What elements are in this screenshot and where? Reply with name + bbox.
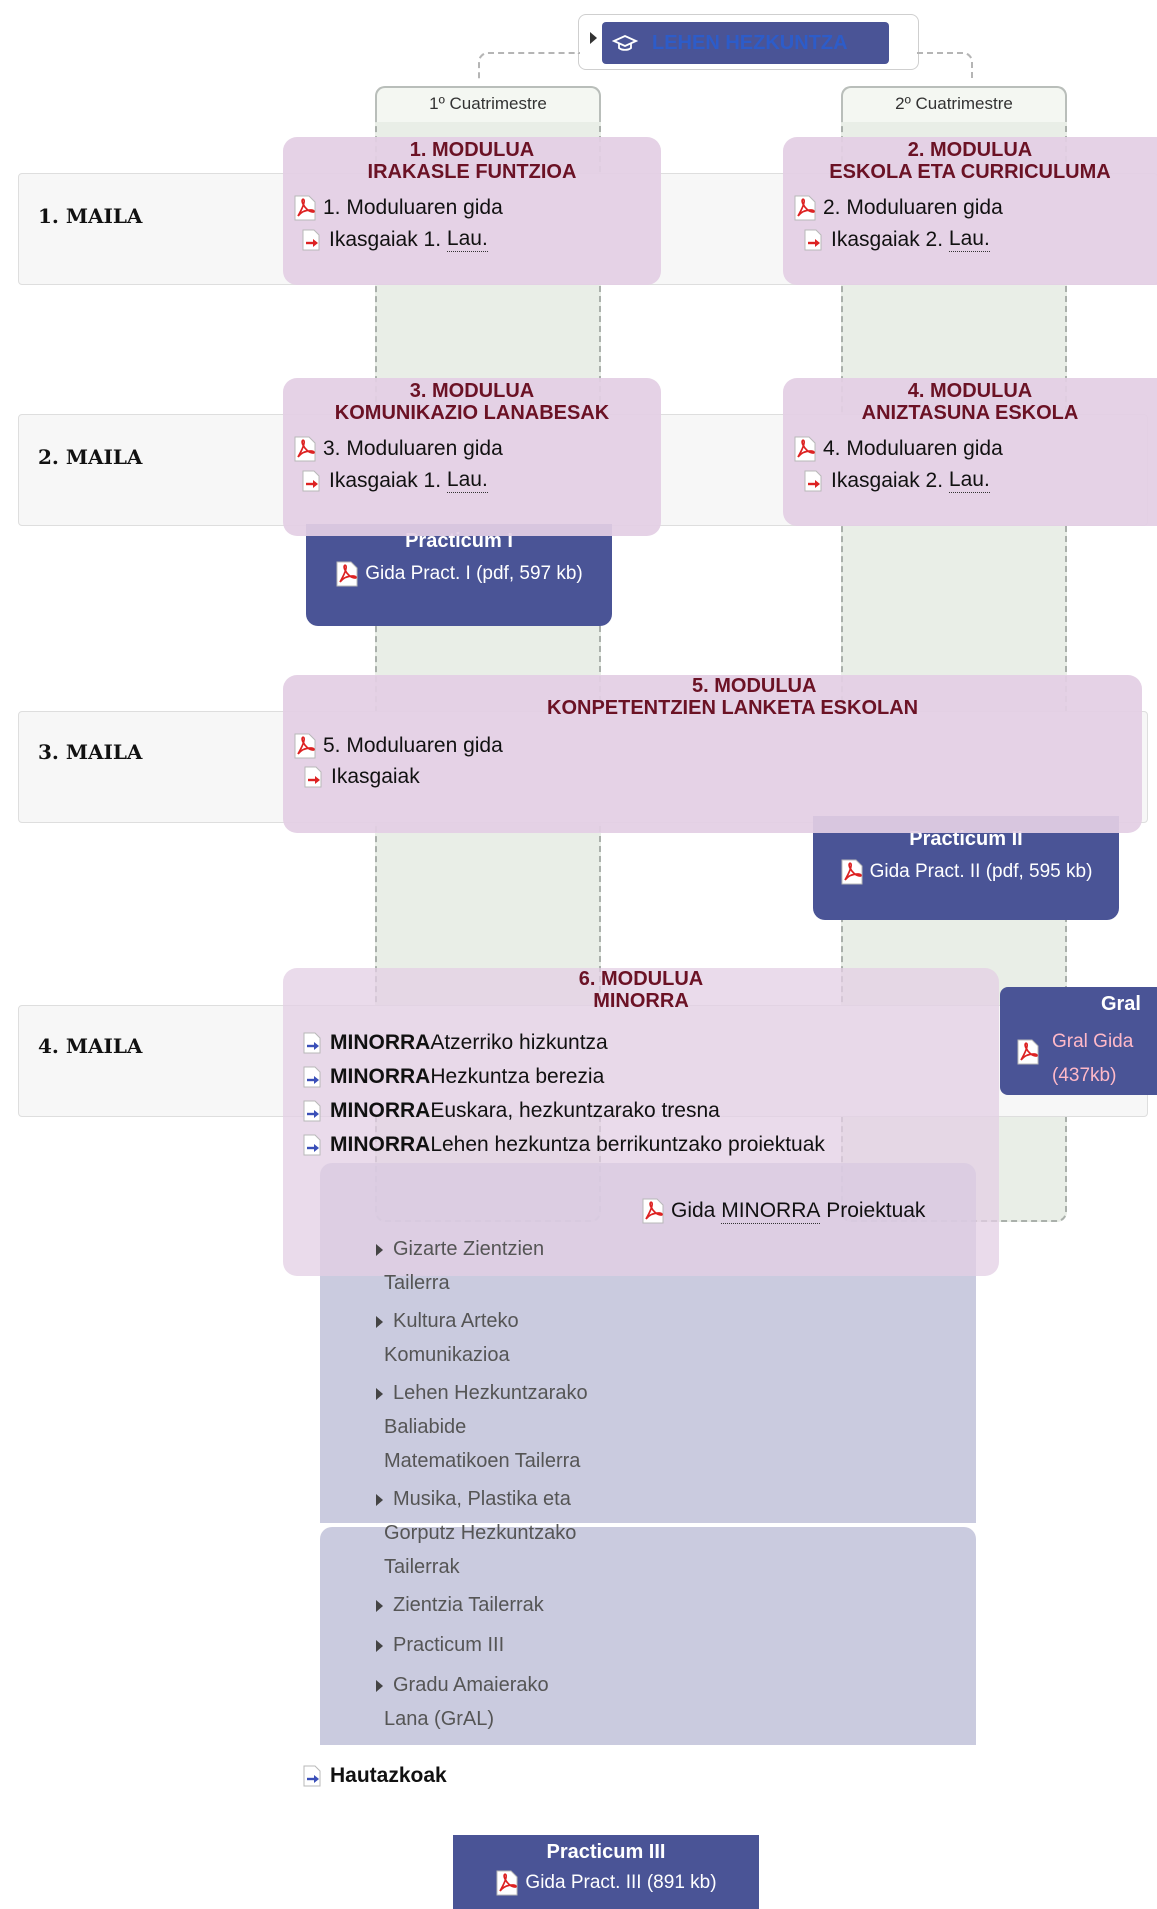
pdf-icon: [794, 436, 816, 462]
practicum-1-box: Practicum I Gida Pract. I (pdf, 597 kb): [306, 524, 612, 626]
minor-dropdown-panel-lower: [320, 1527, 976, 1745]
arrow-link-icon: [303, 1765, 321, 1787]
module-3-guide-link[interactable]: 3. Moduluaren gida: [293, 436, 661, 462]
practicum-2-link[interactable]: Gida Pract. II (pdf, 595 kb): [813, 859, 1119, 885]
module-4-number: 4. MODULUA: [907, 380, 1033, 402]
pdf-icon: [294, 436, 316, 462]
module-6-number: 6. MODULUA: [578, 968, 704, 990]
triangle-right-icon: [376, 1243, 383, 1256]
dropdown-item[interactable]: Zientzia Tailerrak: [376, 1588, 666, 1622]
triangle-right-icon: [376, 1493, 383, 1506]
dropdown-list: Gizarte Zientzien Tailerra Kultura Artek…: [376, 1232, 666, 1736]
module-3-subjects-link[interactable]: Ikasgaiak 1. Lau.: [301, 468, 661, 493]
triangle-right-icon: [376, 1679, 383, 1692]
connector: [917, 52, 973, 80]
pdf-icon: [642, 1198, 664, 1224]
module-1-number: 1. MODULUA: [409, 139, 535, 161]
triangle-right-icon: [376, 1315, 383, 1328]
semester-tab-1: 1º Cuatrimestre: [375, 86, 601, 122]
gral-box: Gral Gral Gida (437kb): [1000, 987, 1157, 1095]
module-3-number: 3. MODULUA: [409, 380, 535, 402]
arrow-link-icon: [303, 1134, 321, 1156]
minor-item[interactable]: MINORRA Hezkuntza berezia: [302, 1060, 825, 1094]
practicum-3-box: Practicum III Gida Pract. III (891 kb): [453, 1835, 759, 1909]
module-5-subjects-link[interactable]: Ikasgaiak: [303, 765, 1142, 789]
module-4-subjects-link[interactable]: Ikasgaiak 2. Lau.: [803, 468, 1157, 493]
pdf-icon: [294, 195, 316, 221]
connector: [478, 52, 580, 80]
module-1-guide-link[interactable]: 1. Moduluaren gida: [293, 195, 661, 221]
triangle-right-icon: [376, 1387, 383, 1400]
year-label-2: 2. MAILA: [38, 445, 143, 469]
dropdown-item[interactable]: Gizarte Zientzien Tailerra: [376, 1232, 666, 1300]
module-2-subjects-link[interactable]: Ikasgaiak 2. Lau.: [803, 227, 1157, 252]
practicum-3-title: Practicum III: [546, 1841, 666, 1863]
module-6-name: MINORRA: [593, 990, 689, 1012]
pdf-icon: [336, 561, 358, 587]
pdf-icon: [794, 195, 816, 221]
module-5-guide-link[interactable]: 5. Moduluaren gida: [293, 733, 1142, 759]
expand-triangle-icon[interactable]: [590, 32, 597, 44]
module-2-name: ESKOLA ETA CURRICULUMA: [829, 161, 1111, 183]
triangle-right-icon: [376, 1599, 383, 1612]
module-2-number: 2. MODULUA: [907, 139, 1033, 161]
practicum-1-link[interactable]: Gida Pract. I (pdf, 597 kb): [306, 561, 612, 587]
module-5-name: KONPETENTZIEN LANKETA ESKOLAN: [547, 697, 919, 719]
triangle-right-icon: [376, 1639, 383, 1652]
module-4-name: ANIZTASUNA ESKOLA: [861, 402, 1079, 424]
dropdown-item[interactable]: Practicum III: [376, 1628, 666, 1662]
practicum-2-title: Practicum II: [909, 828, 1023, 850]
module-6: 6. MODULUA MINORRA: [283, 968, 999, 1276]
module-1-subjects-link[interactable]: Ikasgaiak 1. Lau.: [301, 227, 661, 252]
year-label-3: 3. MAILA: [38, 740, 143, 764]
root-label: LEHEN HEZKUNTZA: [652, 31, 848, 54]
module-4-guide-link[interactable]: 4. Moduluaren gida: [793, 436, 1157, 462]
arrow-link-icon: [804, 229, 822, 250]
module-1: 1. MODULUA IRAKASLE FUNTZIOA 1. Moduluar…: [283, 137, 661, 285]
electives-link[interactable]: Hautazkoak: [302, 1764, 447, 1788]
arrow-link-icon: [804, 470, 822, 491]
arrow-link-icon: [304, 766, 322, 788]
graduation-cap-icon: [612, 35, 638, 51]
pdf-icon: [1017, 1039, 1039, 1065]
arrow-link-icon: [303, 1066, 321, 1088]
gral-guide-link[interactable]: Gral Gida (437kb): [1052, 1031, 1134, 1086]
arrow-link-icon: [302, 229, 320, 250]
semester-tab-2: 2º Cuatrimestre: [841, 86, 1067, 122]
minor-list: MINORRA Atzerriko hizkuntza MINORRA Hezk…: [302, 1026, 825, 1162]
pdf-icon: [841, 859, 863, 885]
root-button[interactable]: LEHEN HEZKUNTZA: [602, 22, 889, 64]
year-label-1: 1. MAILA: [38, 204, 143, 228]
pdf-icon: [294, 733, 316, 759]
module-5: 5. MODULUA KONPETENTZIEN LANKETA ESKOLAN…: [283, 675, 1142, 833]
module-2-guide-link[interactable]: 2. Moduluaren gida: [793, 195, 1157, 221]
root-frame: [578, 14, 919, 70]
module-4: 4. MODULUA ANIZTASUNA ESKOLA 4. Moduluar…: [783, 378, 1157, 526]
arrow-link-icon: [303, 1100, 321, 1122]
minor-item[interactable]: MINORRA Atzerriko hizkuntza: [302, 1026, 825, 1060]
dropdown-item[interactable]: Kultura Arteko Komunikazioa: [376, 1304, 666, 1372]
pdf-icon: [496, 1870, 518, 1896]
module-1-name: IRAKASLE FUNTZIOA: [367, 161, 577, 183]
arrow-link-icon: [303, 1032, 321, 1054]
module-2: 2. MODULUA ESKOLA ETA CURRICULUMA 2. Mod…: [783, 137, 1157, 285]
practicum-3-link[interactable]: Gida Pract. III (891 kb): [453, 1870, 759, 1896]
module-3-name: KOMUNIKAZIO LANABESAK: [334, 402, 610, 424]
dropdown-item[interactable]: Gradu Amaierako Lana (GrAL): [376, 1668, 666, 1736]
minor-item[interactable]: MINORRA Lehen hezkuntza berrikuntzako pr…: [302, 1128, 825, 1162]
practicum-2-box: Practicum II Gida Pract. II (pdf, 595 kb…: [813, 816, 1119, 920]
minor-item[interactable]: MINORRA Euskara, hezkuntzarako tresna: [302, 1094, 825, 1128]
minor-projects-guide-link[interactable]: Gida MINORRA Proiektuak: [641, 1198, 925, 1224]
dropdown-item[interactable]: Lehen Hezkuntzarako Baliabide Matematiko…: [376, 1376, 666, 1478]
year-label-4: 4. MAILA: [38, 1034, 143, 1058]
gral-title: Gral: [1100, 993, 1141, 1015]
dropdown-item[interactable]: Musika, Plastika eta Gorputz Hezkuntzako…: [376, 1482, 666, 1584]
module-5-number: 5. MODULUA: [692, 675, 817, 697]
module-3: 3. MODULUA KOMUNIKAZIO LANABESAK 3. Modu…: [283, 378, 661, 536]
arrow-link-icon: [302, 470, 320, 491]
